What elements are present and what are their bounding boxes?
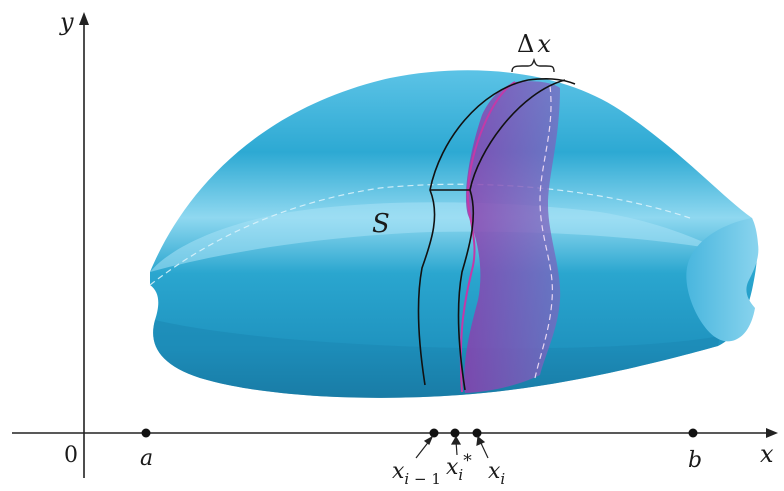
- label-a: a: [140, 446, 153, 471]
- arrow-xi: [479, 440, 489, 459]
- solid-lower-shade: [153, 320, 720, 398]
- solid-body: [149, 70, 759, 398]
- arrowhead-xi-star: [450, 435, 462, 445]
- point-b: [688, 428, 698, 438]
- x-axis-arrowhead: [766, 428, 778, 438]
- brace-shape: [511, 57, 555, 73]
- slice-outlines: [417, 78, 576, 391]
- axis-points: [141, 428, 698, 438]
- label-xi-minus-1: xi − 1: [392, 459, 441, 488]
- slab-fill: [464, 81, 561, 393]
- x-axis-label: x: [760, 440, 774, 468]
- origin-label: 0: [64, 443, 78, 468]
- outline-right: [457, 79, 566, 391]
- pointer-arrows: [415, 435, 489, 459]
- arrowhead-xi: [476, 435, 486, 446]
- point-xi-star: [450, 428, 460, 438]
- point-xi-minus-1: [429, 428, 439, 438]
- y-axis-arrowhead: [79, 12, 89, 25]
- point-xi: [472, 428, 482, 438]
- arrowhead-xi-minus-1: [423, 435, 434, 445]
- outline-left: [417, 79, 529, 386]
- outline-top-arc: [527, 78, 576, 85]
- label-xi: xi: [488, 459, 505, 488]
- slab-inner-dashed: [534, 85, 553, 379]
- solid-surface: [150, 70, 758, 398]
- solid-highlight: [150, 202, 720, 272]
- solid-label: S: [372, 209, 390, 239]
- label-b: b: [688, 448, 702, 473]
- y-axis-label: y: [59, 8, 74, 36]
- label-xi-star: xi*: [446, 451, 472, 484]
- point-a: [141, 428, 151, 438]
- solid-end-cap: [686, 218, 759, 342]
- axes: [12, 12, 778, 478]
- solid-contour-dashed: [149, 183, 691, 286]
